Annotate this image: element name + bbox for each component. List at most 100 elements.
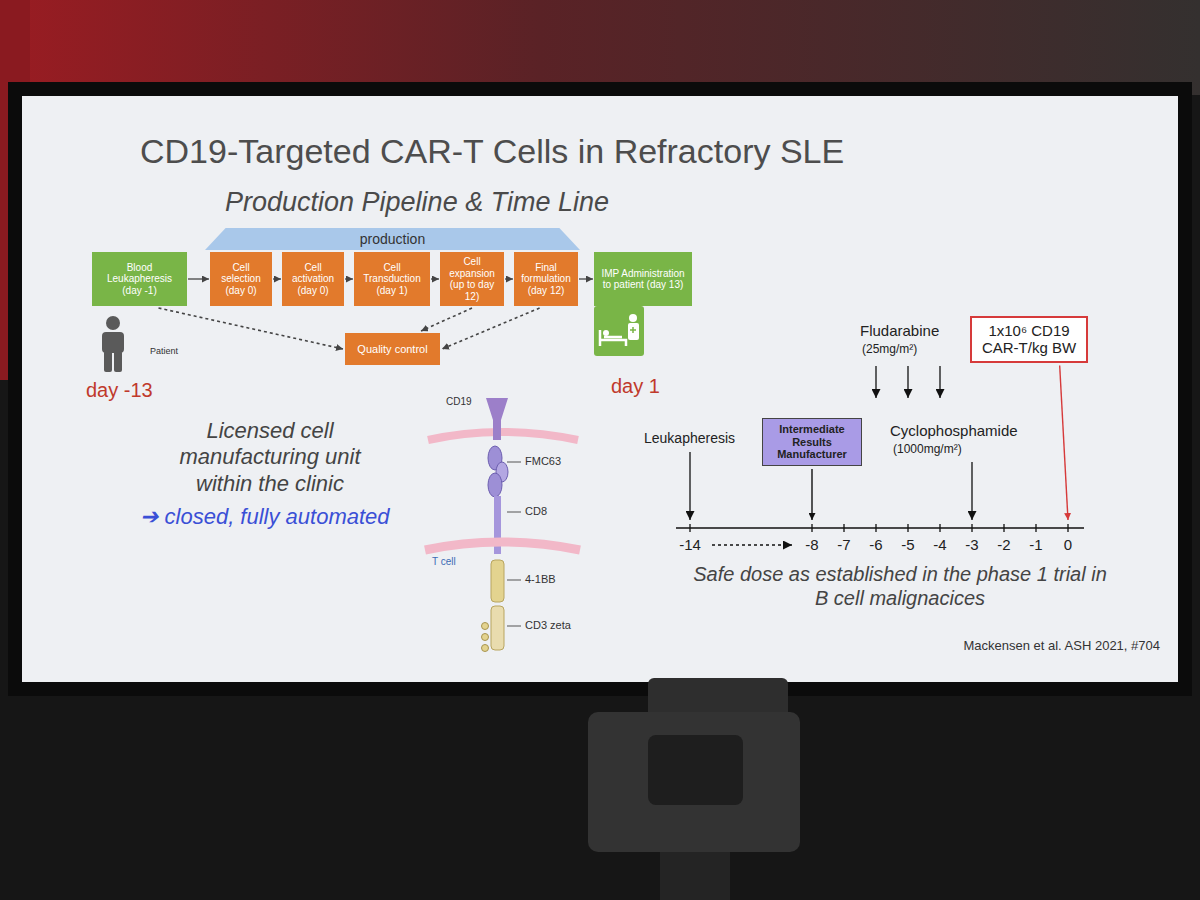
patient-head [106,316,120,330]
axis-tick [875,524,876,532]
axis-tick [1067,524,1068,532]
note-text: Licensed cell manufacturing unit within … [155,418,385,497]
note-text: ➔ closed, fully automated [110,504,420,530]
process-box: Cell Transduction (day 1) [354,252,430,306]
bed-shape [600,330,626,346]
node-text: Cell Transduction (day 1) [358,262,426,297]
citation: Mackensen et al. ASH 2021, #704 [860,638,1160,654]
process-box: Final formulation (day 12) [514,252,578,306]
part-label: FMC63 [525,455,561,468]
node-text: Intermediate Results Manufacturer [767,423,857,461]
timeline-axis [676,527,1084,528]
stage-band: production [205,228,580,250]
tick-label: -4 [920,536,960,554]
node-text: Cell expansion (up to day 12) [444,256,500,302]
band-fill [205,228,580,250]
axis-tick [1003,524,1004,532]
tick-label: -6 [856,536,896,554]
bed-icon-ground [594,306,644,356]
patient-leg [114,351,122,372]
room-wall [0,0,1200,95]
leader-line [507,580,521,581]
timeline-arrow [907,366,908,398]
process-box: Cell expansion (up to day 12) [440,252,504,306]
slide-ground [22,96,1178,682]
result-box: Intermediate Results Manufacturer [762,418,862,466]
dose-box: 1x10⁶ CD19 CAR-T/kg BW [970,316,1088,363]
patient-body [102,332,124,353]
tcell-membrane [425,542,580,550]
slide-subtitle: Production Pipeline & Time Line [225,186,609,218]
process-box: Cell activation (day 0) [282,252,344,306]
patient-icon [102,316,124,372]
process-box: Blood Leukapheresis (day -1) [92,252,187,306]
doctor-body [628,323,639,340]
dose-label: (25mg/m²) [862,342,917,356]
dashed-arrow [712,544,792,545]
event-label: Leukapheresis [644,430,735,447]
process-box: IMP Administration to patient (day 13) [594,252,692,306]
target-membrane [428,432,578,440]
node-text: Cell selection (day 0) [214,262,268,297]
projector-lens [648,735,743,805]
axis-tick [811,524,812,532]
node-text: 1x10⁶ CD19 CAR-T/kg BW [976,322,1082,357]
scfv-domain [488,473,502,497]
projector [588,678,800,900]
part-label: CD8 [525,505,547,518]
flow-arrow [188,278,209,279]
drug-label: Fludarabine [860,322,939,340]
axis-tick [1035,524,1036,532]
tick-label: -8 [792,536,832,554]
tick-label: -5 [888,536,928,554]
day-label: day -13 [86,378,153,402]
flow-arrow [273,278,281,279]
axis-tick [907,524,908,532]
projector-body [588,712,800,852]
doctor-head [629,314,637,322]
tick-label: -7 [824,536,864,554]
timeline-arrow [1060,366,1068,521]
dotted-arrow [421,308,472,331]
axis-tick [971,524,972,532]
node-text: Final formulation (day 12) [518,262,574,297]
bed-icon [594,306,644,356]
process-box: Cell selection (day 0) [210,252,272,306]
itam-dot [482,634,489,641]
leader-line [507,462,521,463]
cd19-antigen [486,398,508,440]
car-construct [425,398,580,652]
axis-tick [939,524,940,532]
drug-label: Cyclophosphamide [890,422,1018,440]
flow-arrow [505,278,513,279]
part-label: T cell [432,556,456,568]
icon-label: Patient [150,346,178,357]
dotted-arrow [442,308,540,349]
doctor-cross [630,327,636,333]
tick-label: -1 [1016,536,1056,554]
process-box: Quality control [345,333,440,365]
patient-leg [104,351,112,372]
dose-label: (1000mg/m²) [893,442,962,456]
part-label: CD3 zeta [525,619,571,632]
tick-label: -14 [670,536,710,554]
tick-label: 0 [1048,536,1088,554]
axis-tick [689,524,690,532]
bed-patient-head [603,330,609,336]
leader-lines [507,462,521,626]
dotted-arrow [159,308,344,349]
timeline [676,366,1084,545]
leader-line [507,512,521,513]
node-text: Cell activation (day 0) [286,262,340,297]
timeline-arrow [811,469,812,520]
flow-arrow [345,278,353,279]
itam-dot [482,645,489,652]
cd3z-domain [491,606,504,650]
node-text: production [360,231,425,247]
tick-label: -2 [984,536,1024,554]
note-text: Safe dose as established in the phase 1 … [690,562,1110,610]
day-label: day 1 [611,374,660,398]
slide-title: CD19-Targeted CAR-T Cells in Refractory … [140,132,844,171]
timeline-arrow [689,452,690,520]
